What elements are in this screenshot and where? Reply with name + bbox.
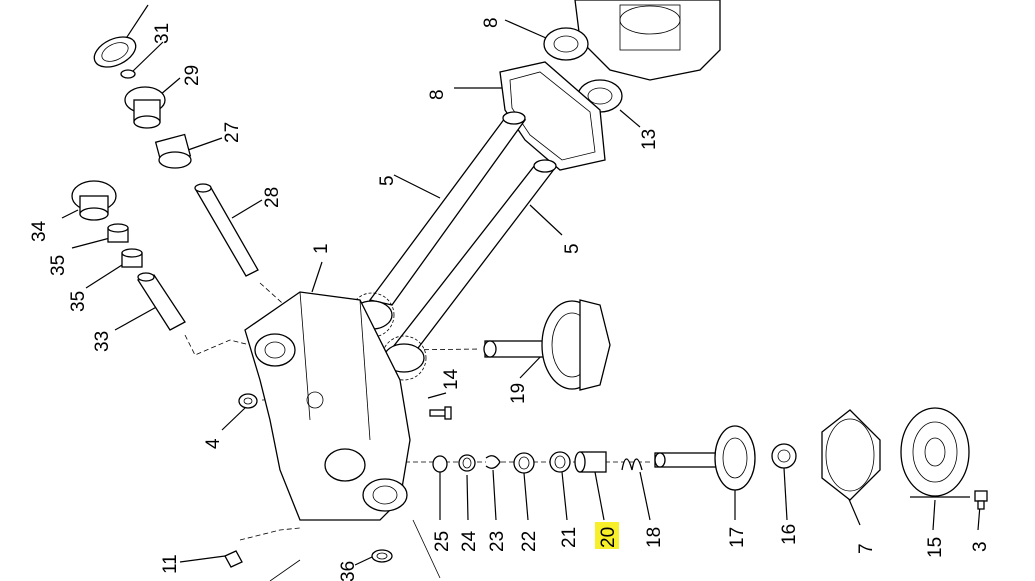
upper-housing [574, 0, 721, 81]
label-11: 11 [160, 554, 181, 574]
label-21: 21 [559, 527, 580, 548]
bushing-27 [154, 133, 192, 169]
label-34: 34 [29, 220, 50, 242]
ring-36 [371, 549, 393, 563]
label-4: 4 [203, 438, 224, 449]
label-5-upper: 5 [377, 175, 398, 186]
label-28: 28 [262, 187, 283, 208]
label-35b: 35 [68, 291, 89, 312]
label-3: 3 [970, 541, 991, 552]
ring-25 [432, 455, 448, 473]
cap-16 [771, 443, 797, 469]
shaft-5-lower [381, 159, 557, 381]
label-22: 22 [519, 531, 540, 552]
label-15: 15 [925, 537, 946, 558]
bearing-35b [121, 248, 143, 268]
label-29: 29 [182, 65, 203, 86]
label-36: 36 [338, 561, 359, 581]
label-1: 1 [311, 243, 332, 254]
bearing-35a [107, 223, 129, 243]
label-33: 33 [92, 331, 113, 352]
plug-4 [238, 393, 258, 409]
pinion-gear-19 [483, 299, 611, 391]
label-14: 14 [441, 368, 462, 390]
bearing-8-top [543, 27, 589, 61]
highlight-20 [595, 522, 619, 549]
spring-18 [621, 458, 643, 471]
label-18: 18 [644, 527, 665, 548]
snap-ring-31 [120, 69, 136, 79]
bolt-3 [974, 490, 988, 510]
leader-lines [61, 4, 981, 581]
label-27: 27 [222, 122, 243, 143]
label-16: 16 [779, 524, 800, 545]
label-8-bottom: 13 [639, 129, 660, 150]
fitting-11 [224, 550, 243, 568]
gear-29 [124, 86, 166, 129]
label-17: 17 [727, 527, 748, 548]
label-8-top: 8 [481, 17, 502, 28]
bevel-gear-17 [654, 425, 756, 491]
label-35a: 35 [48, 255, 69, 276]
label-13: 8 [427, 89, 448, 100]
gasket-7 [821, 409, 881, 501]
label-31: 31 [152, 23, 173, 44]
washer-22 [513, 452, 535, 474]
main-housing [244, 291, 411, 521]
seal-21 [549, 451, 571, 473]
pin-33 [136, 272, 186, 331]
label-20: 20 [598, 527, 619, 548]
label-19: 19 [508, 383, 529, 404]
bolt-14 [429, 406, 452, 420]
label-24: 24 [459, 530, 480, 552]
seal-cap [93, 36, 137, 68]
gear-34 [71, 180, 117, 221]
shaft-28 [194, 183, 259, 277]
label-25: 25 [432, 531, 453, 552]
label-7: 7 [856, 543, 877, 554]
part-labels: 31 29 27 28 34 35 35 33 8 8 13 5 5 1 14 … [29, 17, 991, 581]
cover-15 [900, 407, 970, 497]
label-23: 23 [487, 531, 508, 552]
snap-ring-23 [485, 455, 501, 469]
label-5-lower: 5 [562, 243, 583, 254]
washer-24 [458, 454, 476, 472]
sleeve-20 [574, 451, 607, 473]
